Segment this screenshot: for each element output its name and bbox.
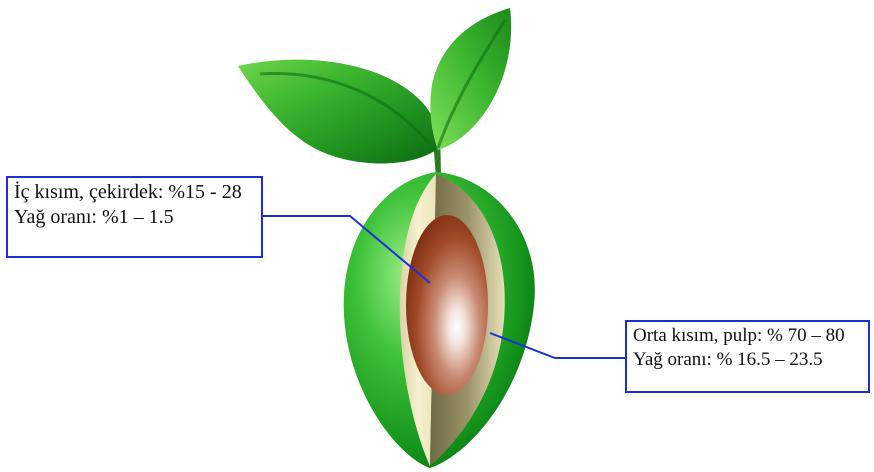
left-leaf [238,60,438,164]
seed-callout-line2: Yağ oranı: %1 – 1.5 [14,205,255,230]
pulp-callout-line1: Orta kısım, pulp: % 70 – 80 [633,324,862,348]
seed-callout-line1: İç kısım, çekirdek: %15 - 28 [14,180,255,205]
olive-seed [406,215,488,395]
right-leaf [430,8,511,150]
pulp-callout-line2: Yağ oranı: % 16.5 – 23.5 [633,348,862,372]
seed-callout: İç kısım, çekirdek: %15 - 28 Yağ oranı: … [6,176,263,258]
pulp-callout: Orta kısım, pulp: % 70 – 80 Yağ oranı: %… [625,320,870,393]
